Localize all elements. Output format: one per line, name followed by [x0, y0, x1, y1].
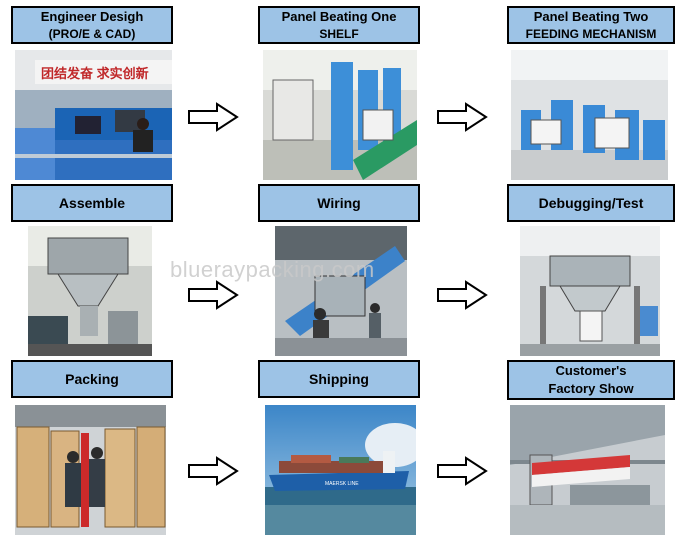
- photo-customer-factory: [510, 405, 665, 535]
- hollow-right-arrow-icon: [437, 280, 488, 310]
- step-label-panel-beating-two: Panel Beating Two FEEDING MECHANISM: [507, 6, 675, 44]
- hollow-right-arrow-icon: [437, 456, 488, 486]
- step-label-engineer-design: Engineer Desigh (PRO/E & CAD): [11, 6, 173, 44]
- step-label-customer-factory-show: Customer's Factory Show: [507, 360, 675, 400]
- ship-hull-text: MAERSK LINE: [325, 481, 359, 487]
- step-label-packing: Packing: [11, 360, 173, 398]
- step-subtitle: SHELF: [319, 26, 359, 41]
- step-label-wiring: Wiring: [258, 184, 420, 222]
- step-subtitle: (PRO/E & CAD): [48, 26, 136, 41]
- hollow-right-arrow-icon: [437, 102, 488, 132]
- step-title: Debugging/Test: [538, 194, 644, 211]
- step-title: Panel Beating One: [281, 9, 397, 25]
- hollow-right-arrow-icon: [188, 456, 239, 486]
- photo-wiring: [275, 226, 407, 356]
- step-title: Packing: [65, 370, 119, 387]
- photo-engineer-office: 团结发奋 求实创新: [15, 50, 172, 180]
- photo-feeding-mechanism: [511, 50, 668, 180]
- step-title: Assemble: [58, 194, 126, 211]
- photo-shipping: MAERSK LINE: [265, 405, 416, 535]
- step-label-assemble: Assemble: [11, 184, 173, 222]
- step-label-debugging-test: Debugging/Test: [507, 184, 675, 222]
- step-label-shipping: Shipping: [258, 360, 420, 398]
- step-label-panel-beating-one: Panel Beating One SHELF: [258, 6, 420, 44]
- hollow-right-arrow-icon: [188, 280, 239, 310]
- step-title: Engineer Desigh: [40, 9, 144, 25]
- photo-packing: [15, 405, 166, 535]
- step-subtitle: FEEDING MECHANISM: [525, 26, 657, 41]
- photo-assemble: [28, 226, 152, 356]
- step-subtitle: Factory Show: [548, 381, 634, 396]
- step-title: Customer's: [555, 363, 627, 379]
- hollow-right-arrow-icon: [188, 102, 239, 132]
- step-title: Shipping: [309, 370, 369, 387]
- step-title: Panel Beating Two: [533, 9, 649, 25]
- photo-shelf-workshop: [263, 50, 417, 180]
- photo-debugging-test: [520, 226, 660, 356]
- office-banner-text: 团结发奋 求实创新: [41, 66, 149, 81]
- step-title: Wiring: [317, 194, 361, 211]
